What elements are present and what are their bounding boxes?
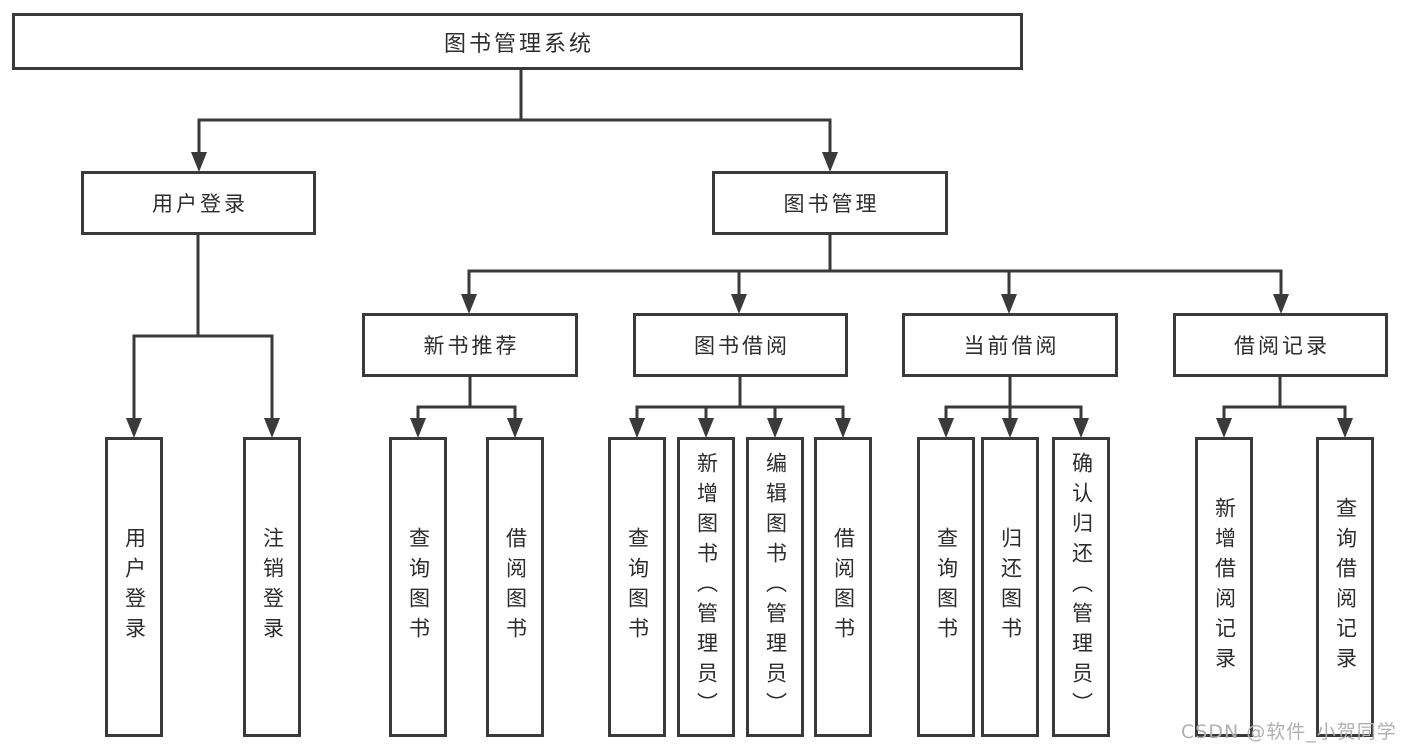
leaf-borrow-books-recommend-label: 借阅图书: [503, 527, 528, 647]
arrow-icon: [629, 418, 645, 438]
arrow-icon: [507, 418, 523, 438]
arrow-icon: [1001, 294, 1017, 314]
node-user-login-label: 用户登录: [152, 192, 248, 216]
leaf-confirm-return-admin: 确认归还（管理员）: [1052, 437, 1110, 737]
arrow-icon: [191, 152, 207, 172]
node-book-management: 图书管理: [712, 171, 948, 235]
node-root-label: 图书管理系统: [443, 31, 594, 57]
arrow-icon: [1002, 418, 1018, 438]
arrow-icon: [698, 418, 714, 438]
leaf-query-borrow-record-label: 查询借阅记录: [1333, 497, 1358, 677]
leaf-borrow-books-label: 借阅图书: [831, 527, 856, 647]
arrow-icon: [731, 294, 747, 314]
node-current-borrow: 当前借阅: [902, 313, 1118, 377]
leaf-add-borrow-record: 新增借阅记录: [1195, 437, 1253, 737]
leaf-query-books-borrow-label: 查询图书: [625, 527, 650, 647]
arrow-icon: [1073, 418, 1089, 438]
leaf-query-books-recommend: 查询图书: [389, 437, 447, 737]
leaf-query-borrow-record: 查询借阅记录: [1316, 437, 1374, 737]
leaf-query-books-recommend-label: 查询图书: [406, 527, 431, 647]
arrow-icon: [1273, 294, 1289, 314]
node-user-login: 用户登录: [81, 171, 316, 235]
connector-root: [197, 70, 832, 155]
node-borrow-records-label: 借阅记录: [1234, 334, 1330, 358]
arrow-icon: [410, 418, 426, 438]
node-book-borrow-label: 图书借阅: [694, 334, 790, 358]
node-new-book-recommend-label: 新书推荐: [423, 334, 520, 358]
connector-borrow-record: [1222, 377, 1347, 421]
leaf-query-books-current-label: 查询图书: [934, 527, 959, 647]
watermark: CSDN @软件_小贺同学: [1181, 721, 1397, 743]
leaf-query-books-borrow: 查询图书: [608, 437, 666, 737]
leaf-borrow-books-recommend: 借阅图书: [486, 437, 544, 737]
leaf-query-books-current: 查询图书: [917, 437, 975, 737]
connector-user-login: [132, 235, 274, 420]
leaf-borrow-books: 借阅图书: [814, 437, 872, 737]
node-book-management-label: 图书管理: [783, 192, 880, 216]
arrow-icon: [938, 418, 954, 438]
connector-current-borrow: [944, 377, 1083, 421]
leaf-logout: 注销登录: [243, 437, 301, 737]
leaf-add-book-admin-label: 新增图书（管理员）: [694, 452, 719, 722]
arrow-icon: [822, 152, 838, 172]
arrow-icon: [461, 294, 477, 314]
leaf-logout-label: 注销登录: [260, 527, 285, 647]
leaf-return-book-label: 归还图书: [998, 527, 1023, 647]
node-current-borrow-label: 当前借阅: [963, 334, 1060, 358]
node-new-book-recommend: 新书推荐: [362, 313, 578, 377]
arrow-icon: [1216, 418, 1232, 438]
leaf-user-login-label: 用户登录: [122, 527, 147, 647]
connector-book-borrow: [635, 377, 845, 421]
leaf-confirm-return-admin-label: 确认归还（管理员）: [1069, 452, 1094, 722]
node-root: 图书管理系统: [12, 13, 1023, 70]
arrow-icon: [264, 418, 280, 438]
arrow-icon: [767, 418, 783, 438]
node-book-borrow: 图书借阅: [633, 313, 848, 377]
arrow-icon: [1337, 418, 1353, 438]
connector-book-management: [467, 235, 1283, 296]
leaf-edit-book-admin: 编辑图书（管理员）: [746, 437, 804, 737]
leaf-return-book: 归还图书: [981, 437, 1039, 737]
leaf-add-borrow-record-label: 新增借阅记录: [1212, 497, 1237, 677]
arrow-icon: [835, 418, 851, 438]
leaf-user-login: 用户登录: [105, 437, 163, 737]
leaf-add-book-admin: 新增图书（管理员）: [677, 437, 735, 737]
arrow-icon: [126, 418, 142, 438]
connector-new-book: [416, 377, 517, 421]
leaf-edit-book-admin-label: 编辑图书（管理员）: [763, 452, 788, 722]
node-borrow-records: 借阅记录: [1173, 313, 1388, 377]
